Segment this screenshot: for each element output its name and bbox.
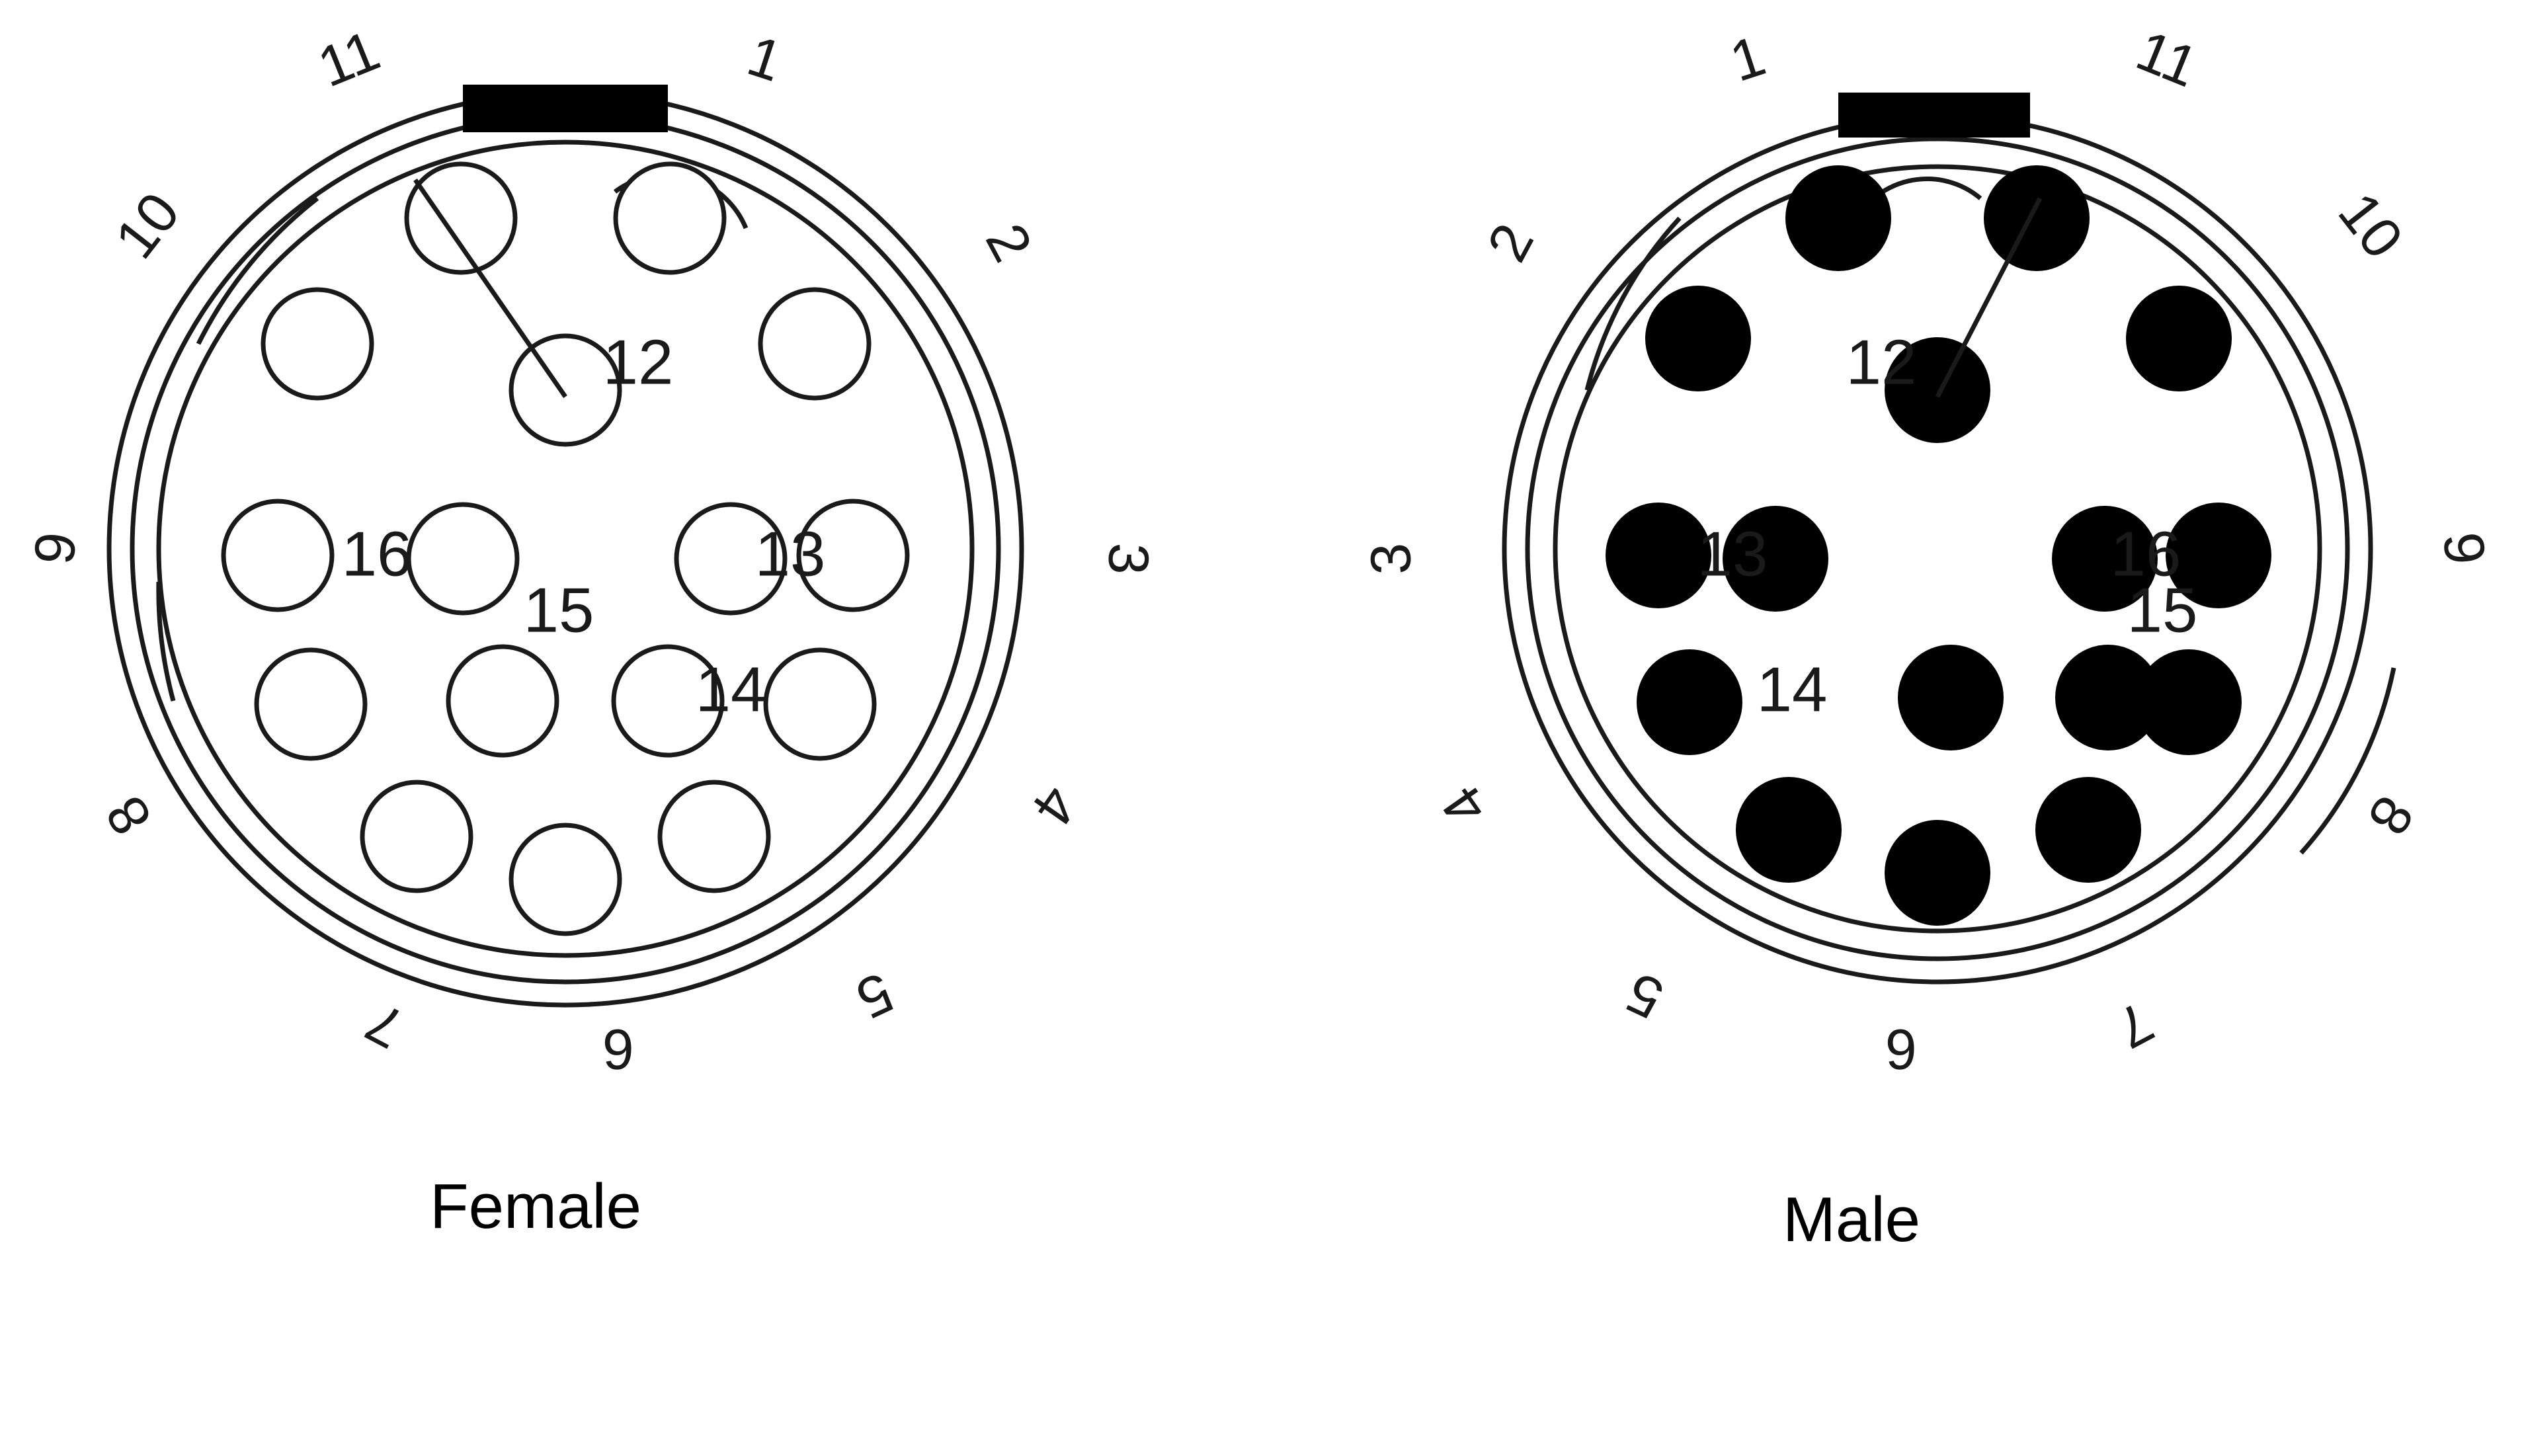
male-contact-6 [1885, 820, 1990, 926]
male-ring-number-11: 11 [2128, 19, 2207, 99]
male-ring-number-10: 10 [2326, 181, 2416, 270]
female-contact-10 [261, 287, 374, 401]
male-contact-1 [1785, 165, 1891, 271]
female-contact-13 [674, 502, 788, 616]
female-contact-7 [360, 780, 473, 893]
female-ring-number-3: 3 [1096, 542, 1161, 576]
female-ring-number-8: 8 [93, 786, 164, 846]
male-pin-label-15: 15 [2127, 575, 2198, 645]
female-pin-label-14: 14 [696, 654, 766, 725]
female-pin12-leader-line [413, 179, 567, 398]
male-shell-inner-circle [1525, 136, 2350, 961]
female-contact-6 [509, 823, 622, 936]
female-pin-label-group: 12 16 13 15 14 [342, 327, 826, 725]
female-keyway-notch [463, 85, 668, 132]
female-contact-14 [611, 644, 725, 758]
male-ring-number-7: 7 [2105, 990, 2163, 1061]
male-contact-2 [1645, 286, 1751, 391]
female-polarizing-arc-upper [196, 196, 319, 345]
female-contact-5 [657, 780, 771, 893]
female-ring-number-10: 10 [103, 181, 192, 270]
female-contact-15 [446, 644, 559, 758]
male-contact-5 [1736, 777, 1842, 883]
female-contact-4 [763, 647, 877, 761]
male-contact-7 [2035, 777, 2141, 883]
male-ring-number-9: 9 [2431, 530, 2497, 568]
female-ring-number-11: 11 [309, 19, 388, 99]
male-ring-number-4: 4 [1430, 774, 1500, 836]
male-ring-number-8: 8 [2355, 786, 2426, 846]
female-contact-11 [404, 161, 518, 275]
male-pin12-leader-line [1935, 197, 2043, 398]
male-polarizing-arc-upper [1584, 216, 1682, 391]
female-outer-contact-group [221, 161, 910, 936]
female-ring-number-1: 1 [740, 24, 790, 94]
male-caption: Male [1782, 1184, 1921, 1255]
male-contact-3 [1606, 503, 1711, 608]
male-ring-number-6: 6 [1885, 1017, 1917, 1080]
male-contact-14 [1898, 645, 2004, 750]
male-contact-13 [1723, 506, 1828, 612]
male-contact-10 [2126, 286, 2232, 391]
male-pin-label-16: 16 [2111, 518, 2181, 589]
female-ring-number-5: 5 [847, 960, 903, 1031]
male-ring-number-2: 2 [1475, 214, 1546, 271]
female-polarizing-arc-lower [156, 581, 176, 702]
female-ring-number-4: 4 [1020, 774, 1090, 836]
female-inner-contact-group [406, 333, 788, 758]
male-ring-number-3: 3 [1359, 542, 1424, 576]
male-contact-8 [2136, 649, 2242, 755]
male-pin-label-12: 12 [1846, 327, 1917, 397]
male-polarizing-arc-lower [2299, 667, 2396, 855]
female-ring-number-6: 6 [602, 1017, 634, 1080]
female-contact-3 [796, 499, 910, 612]
female-pin-label-12: 12 [603, 327, 674, 397]
female-contact-12 [509, 333, 622, 447]
male-ring-number-1: 1 [1723, 24, 1772, 94]
male-contact-11 [1984, 165, 2090, 271]
male-pin-label-13: 13 [1697, 518, 1768, 589]
female-pin-label-15: 15 [524, 575, 594, 645]
female-pin-label-13: 13 [755, 518, 826, 589]
female-contact-16 [406, 502, 520, 616]
male-outer-contact-group [1606, 165, 2271, 926]
male-contact-4 [1637, 649, 1742, 755]
female-contact-8 [254, 647, 368, 761]
male-ring-number-5: 5 [1617, 960, 1672, 1031]
female-ring-number-2: 2 [973, 214, 1044, 271]
male-pin-label-14: 14 [1757, 654, 1828, 725]
female-contact-1 [613, 161, 727, 275]
male-keyway-notch [1838, 93, 2030, 138]
male-contact-9 [2166, 503, 2271, 608]
male-contact-15 [2055, 645, 2161, 750]
male-contact-16 [2052, 506, 2158, 612]
female-caption: Female [429, 1171, 642, 1242]
male-contact-12 [1885, 337, 1990, 443]
female-pin-label-16: 16 [342, 518, 413, 589]
female-ring-number-7: 7 [356, 990, 413, 1061]
female-contact-2 [758, 287, 872, 401]
female-contact-9 [221, 499, 335, 612]
male-inner-contact-group [1723, 337, 2161, 750]
female-ring-number-9: 9 [22, 530, 89, 568]
